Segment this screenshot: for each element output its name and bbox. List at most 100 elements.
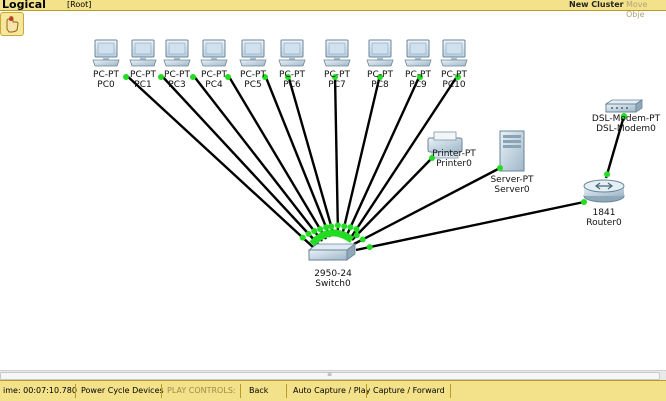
network-topology [92, 39, 644, 261]
root-breadcrumb[interactable]: [Root] [67, 0, 92, 9]
move-object-button[interactable]: Move Obje [626, 0, 648, 19]
link-status-dot [497, 165, 503, 171]
link-status-dot [262, 74, 268, 80]
horizontal-scrollbar[interactable]: ≡ [0, 370, 666, 380]
top-bar: Logical [Root] New Cluster Move Obje [0, 0, 666, 19]
pc-name: PC1 [134, 80, 152, 90]
power-cycle-devices-button[interactable]: Power Cycle Devices [81, 386, 164, 395]
server0-label: Server-PT Server0 [490, 175, 533, 195]
pc-type: PC-PT [201, 70, 227, 80]
link-status-dot [328, 223, 335, 230]
pc-name: PC9 [409, 80, 427, 90]
logical-tab[interactable]: Logical [2, 0, 46, 11]
back-button[interactable]: Back [249, 386, 269, 395]
scrollbar-thumb[interactable] [0, 372, 660, 380]
dsl-modem0-type: DSL-Modem-PT [591, 114, 661, 124]
hand-icon [6, 16, 19, 33]
printer0-name: Printer0 [436, 159, 472, 169]
link-status-dot [285, 74, 291, 80]
pc-link [340, 74, 382, 237]
modem-link [604, 115, 626, 179]
pc-icon[interactable] [404, 39, 432, 67]
pc-link [263, 74, 332, 238]
pc-link [344, 74, 422, 238]
pc-icon[interactable] [200, 39, 228, 67]
pc-icon[interactable] [440, 39, 468, 67]
auto-capture-play-button[interactable]: Auto Capture / Play [293, 386, 371, 395]
printer0-type: Printer-PT [432, 149, 476, 159]
pc-type: PC-PT [130, 70, 156, 80]
pc-link [125, 74, 315, 249]
link-status-dot [225, 74, 231, 80]
pc-type: PC-PT [164, 70, 190, 80]
link-status-dot [347, 224, 354, 231]
realtime-bar: ime: 00:07:10.780 Power Cycle Devices PL… [0, 380, 666, 401]
pc-icon[interactable] [366, 39, 394, 67]
pc-icon[interactable] [129, 39, 157, 67]
link-status-dot [190, 74, 196, 80]
divider [75, 384, 76, 398]
divider [161, 384, 162, 398]
link-status-dot [341, 223, 348, 230]
pc-type: PC-PT [367, 70, 393, 80]
pc-link [226, 74, 328, 240]
pc-name: PC8 [371, 80, 389, 90]
dsl-modem0-name: DSL-Modem0 [596, 124, 656, 134]
pc-type: PC-PT [324, 70, 350, 80]
link-status-dot [299, 234, 306, 241]
pc-link [160, 74, 319, 245]
switch0-type: 2950-24 [314, 269, 352, 279]
link-status-dot [317, 226, 324, 233]
new-cluster-button[interactable]: New Cluster [569, 0, 624, 9]
pc-icon[interactable] [163, 39, 191, 67]
divider [240, 384, 241, 398]
capture-forward-button[interactable]: Capture / Forward [373, 386, 445, 395]
pc-icon[interactable] [92, 39, 120, 67]
printer-link [351, 157, 433, 241]
printer0-label: Printer-PT Printer0 [432, 149, 476, 169]
link-status-dot [417, 74, 423, 80]
link-status-dot [332, 74, 338, 80]
link-status-dot [311, 228, 318, 235]
dsl-modem0-icon[interactable] [604, 99, 644, 113]
pc-type: PC-PT [405, 70, 431, 80]
pc-icon[interactable] [323, 39, 351, 67]
router0-name: Router0 [586, 218, 622, 228]
link-status-dot [353, 232, 360, 239]
pc-type: PC-PT [240, 70, 266, 80]
server-link [353, 166, 501, 246]
scrollbar-grip-icon: ≡ [327, 371, 333, 378]
server0-icon[interactable] [499, 130, 525, 172]
pc-icon[interactable] [278, 39, 306, 67]
router0-icon[interactable] [583, 179, 625, 203]
pc-name: PC3 [168, 80, 186, 90]
link-status-dot [353, 226, 360, 233]
pc-name: PC6 [283, 80, 301, 90]
switch0-label: 2950-24 Switch0 [314, 269, 352, 289]
pc-link [333, 74, 340, 236]
link-status-dot [377, 74, 383, 80]
printer0-icon[interactable] [427, 131, 463, 159]
link-status-dot [123, 74, 129, 80]
link-status-dot [334, 222, 341, 229]
router0-label: 1841 Router0 [586, 208, 622, 228]
router0-type: 1841 [592, 208, 616, 218]
link-status-dot [621, 113, 627, 119]
switch-port-bundle [309, 229, 355, 247]
pc-link [348, 74, 460, 240]
pc-name: PC10 [442, 80, 466, 90]
switch0-icon[interactable] [307, 243, 357, 261]
pc-type: PC-PT [441, 70, 467, 80]
pc-name: PC4 [205, 80, 223, 90]
play-controls-label: PLAY CONTROLS: [167, 386, 236, 395]
viewport-tool-icon[interactable] [0, 12, 24, 36]
pc-icon[interactable] [239, 39, 267, 67]
